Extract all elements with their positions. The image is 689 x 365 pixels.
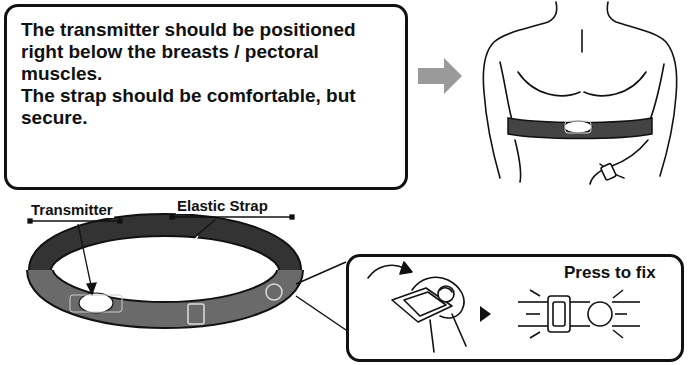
- leader-lines: [28, 215, 294, 294]
- note-box: The transmitter should be positioned rig…: [4, 4, 408, 190]
- part-label: Transmitter: [30, 201, 114, 218]
- buckle-fixed: [518, 290, 640, 338]
- transmitter-frame: [70, 295, 122, 312]
- part-label: Elastic Strap: [176, 197, 269, 214]
- strap-button: [266, 284, 282, 300]
- hand-press: [368, 262, 466, 352]
- strap-transmitter: [79, 293, 113, 313]
- step-triangle: [480, 306, 491, 322]
- instruction-text: The strap should be comfortable, but sec…: [21, 85, 393, 129]
- chest-strap: [508, 118, 652, 139]
- instruction-text: The transmitter should be positioned rig…: [21, 19, 393, 85]
- transmitter-frame: [565, 121, 591, 133]
- pointer-arrow: [418, 58, 462, 94]
- step-caption: Press to fix: [564, 263, 656, 283]
- strap-back: [40, 225, 290, 270]
- strap-mark: [183, 236, 198, 246]
- strap-front-inner: [40, 270, 290, 315]
- strap-front: [40, 270, 290, 315]
- detail-box: Press to fix: [346, 254, 684, 362]
- torso-figure: [483, 2, 676, 184]
- chest-transmitter: [564, 121, 592, 133]
- strap-buckle: [188, 304, 204, 324]
- strap-back-inner: [40, 225, 290, 270]
- zoom-lines: [296, 262, 346, 330]
